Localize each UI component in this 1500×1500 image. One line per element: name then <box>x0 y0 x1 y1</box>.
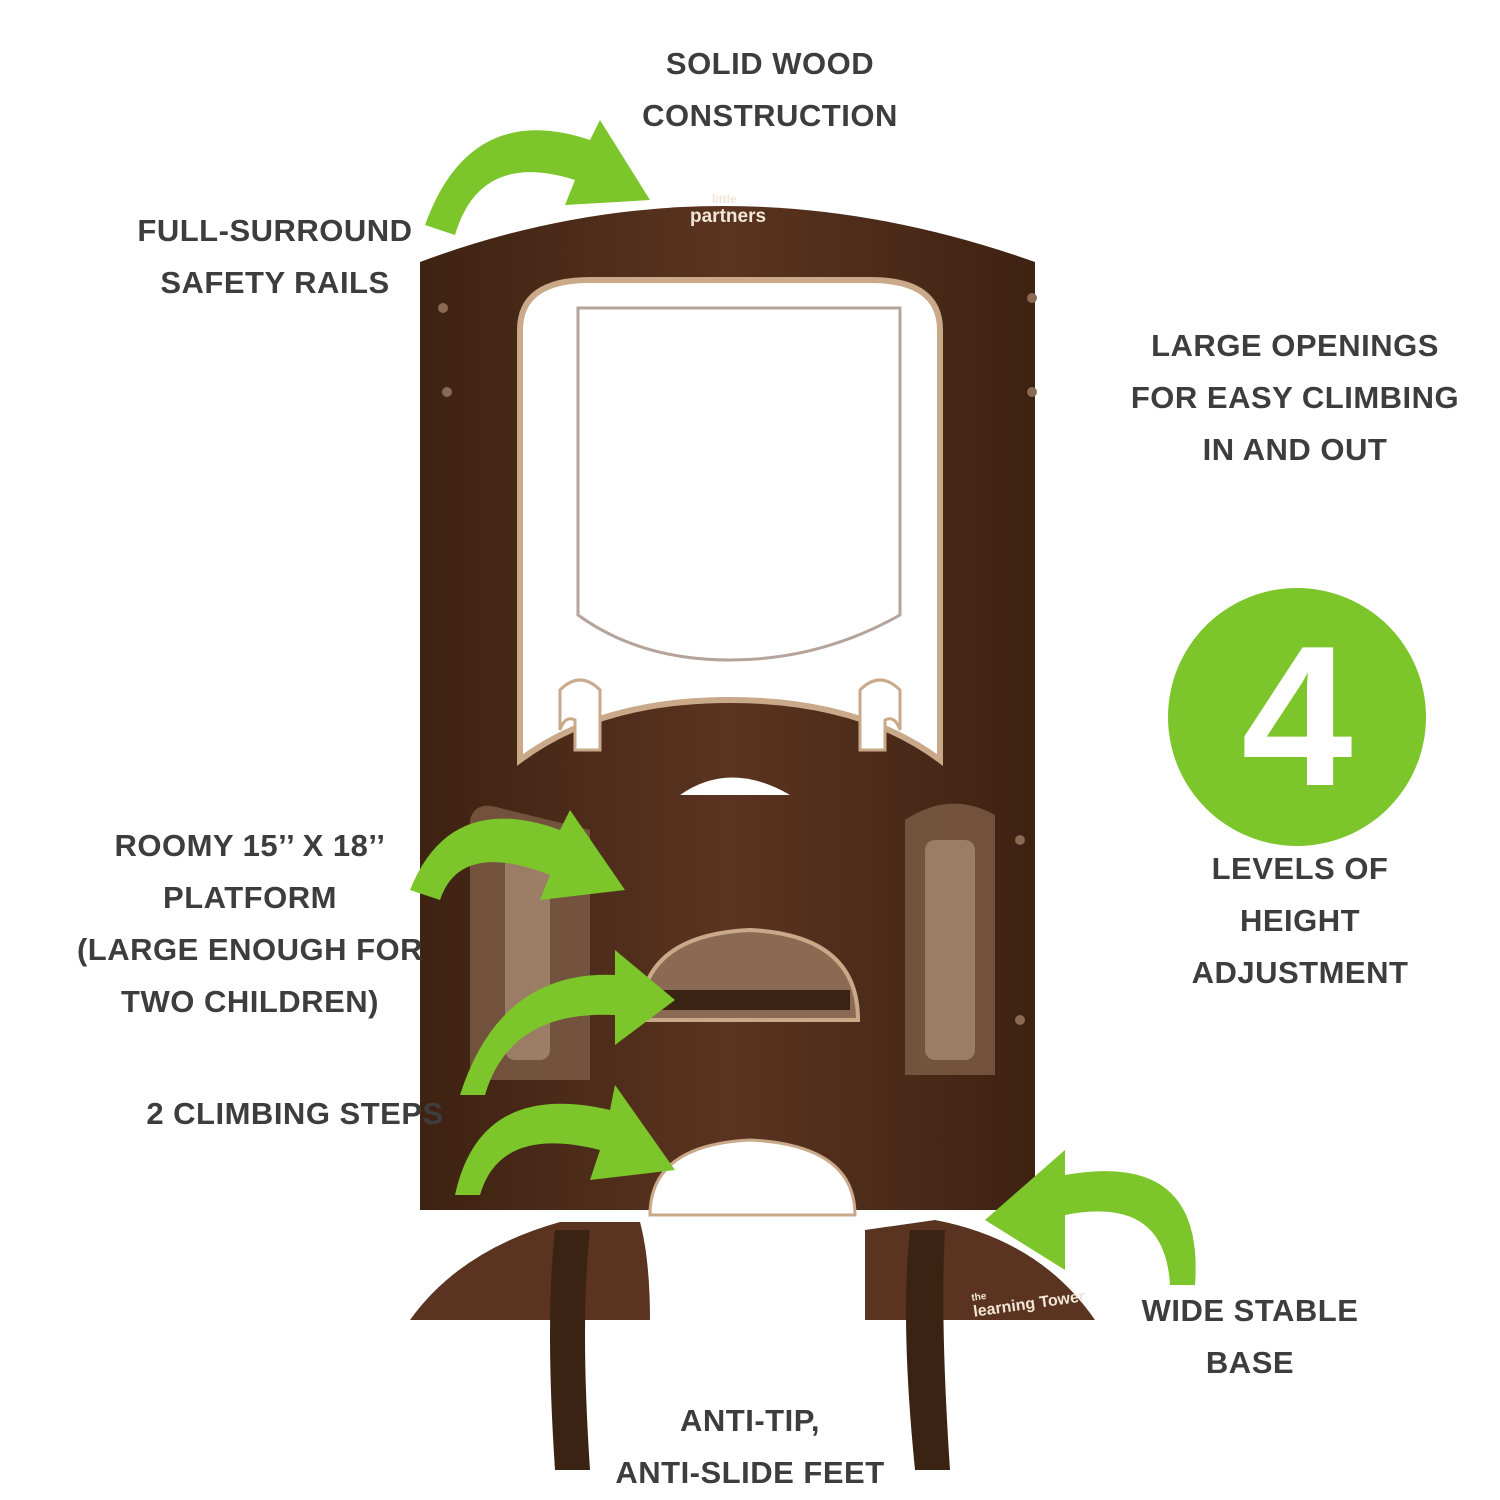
hook-slot-left <box>558 678 602 752</box>
label-safety-rails: FULL-SURROUND SAFETY RAILS <box>137 213 413 300</box>
curved-arrow-icon <box>410 120 1196 1285</box>
base-foot-left <box>410 1222 650 1320</box>
platform-board <box>650 990 850 1010</box>
label-wide-base: WIDE STABLE BASE <box>1141 1293 1359 1380</box>
brand-logo-little-partners: little partners <box>690 192 767 227</box>
label-climbing-steps: 2 CLIMBING STEPS <box>146 1096 444 1131</box>
leg-left <box>550 1230 590 1470</box>
label-solid-wood: SOLID WOOD CONSTRUCTION <box>642 46 898 133</box>
leg-right <box>906 1230 950 1470</box>
top-opening-inner-frame <box>576 306 902 662</box>
side-slot-right-highlight <box>925 840 975 1060</box>
levels-badge <box>1168 588 1426 846</box>
label-platform: ROOMY 15’’ X 18’’ PLATFORM (LARGE ENOUGH… <box>76 828 424 1019</box>
bottom-step-cut <box>648 1138 857 1217</box>
hook-slot-right <box>858 678 902 752</box>
tower-illustration <box>410 206 1095 1470</box>
middle-arc-cut <box>680 777 790 795</box>
levels-badge-number: 4 <box>1241 605 1353 828</box>
label-levels: LEVELS OF HEIGHT ADJUSTMENT <box>1191 851 1409 990</box>
label-large-openings: LARGE OPENINGS FOR EASY CLIMBING IN AND … <box>1130 328 1460 467</box>
label-anti-tip: ANTI-TIP, ANTI-SLIDE FEET <box>615 1403 885 1490</box>
